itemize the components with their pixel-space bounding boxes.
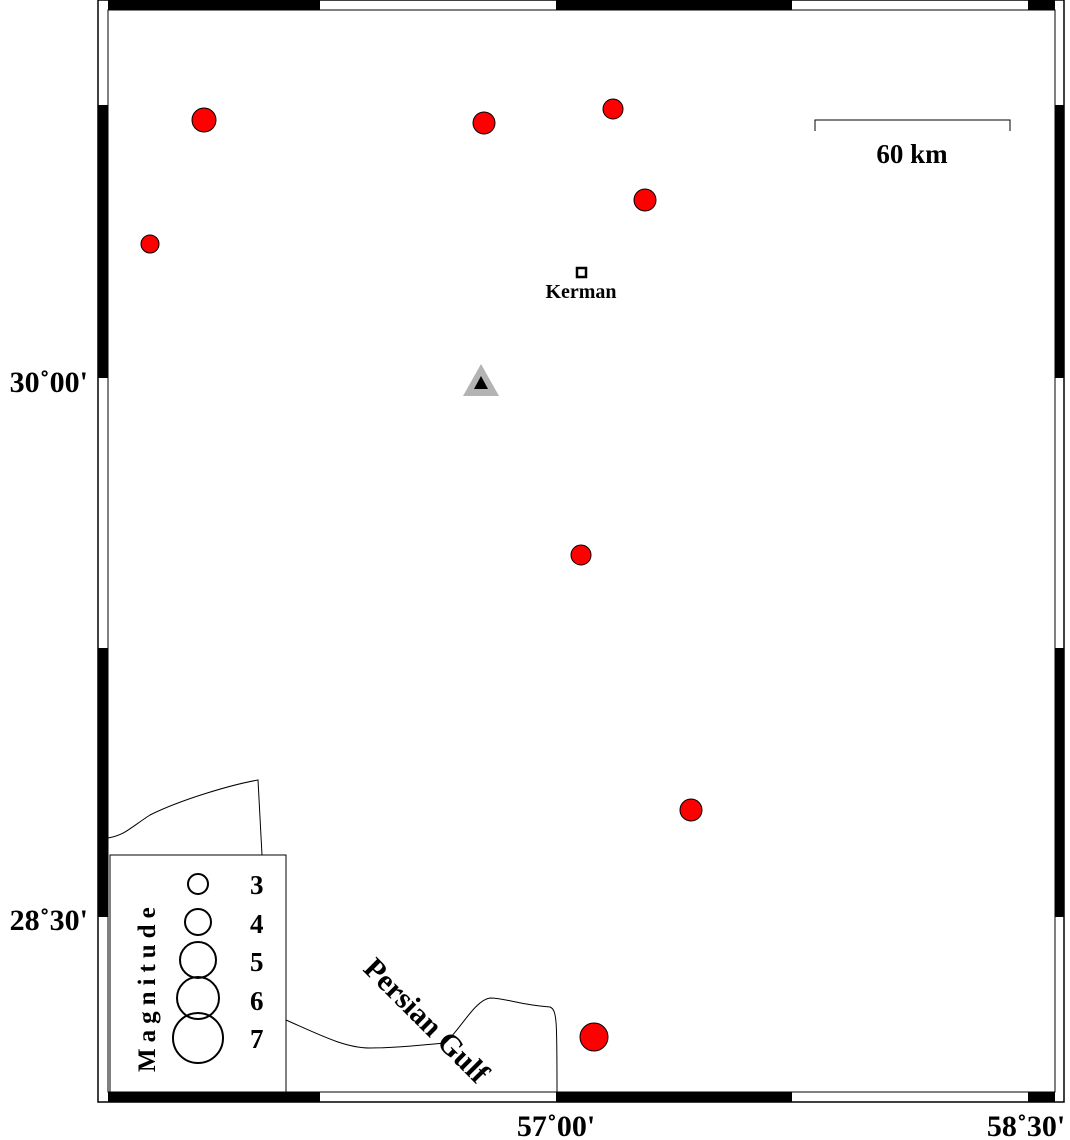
event-marker <box>140 234 160 254</box>
legend-label: 6 <box>250 986 264 1016</box>
legend-circle <box>172 1012 224 1064</box>
scale-bar <box>814 119 1011 131</box>
city-label: Kerman <box>545 281 616 303</box>
legend-label: 3 <box>250 870 264 900</box>
lon-label-57: 57˚00' <box>517 1110 595 1140</box>
legend-circle <box>184 908 212 936</box>
frame-ticks <box>98 0 1064 1102</box>
event-marker <box>602 98 624 120</box>
legend-circle <box>176 976 220 1020</box>
city-marker-icon <box>575 266 588 279</box>
event-marker <box>191 107 217 133</box>
legend-label: 5 <box>250 947 264 977</box>
event-marker <box>570 544 592 566</box>
event-marker <box>579 1022 609 1052</box>
coastline <box>285 997 558 1092</box>
station-inner-icon <box>474 376 488 389</box>
event-marker <box>633 188 657 212</box>
event-marker <box>679 798 703 822</box>
lon-label-58-30: 58˚30' <box>987 1110 1065 1140</box>
legend-label: 7 <box>250 1024 264 1054</box>
lat-label-30: 30˚00' <box>10 366 88 399</box>
legend-title: Magnitude <box>134 901 161 1072</box>
event-marker <box>472 111 496 135</box>
scale-bar-label: 60 km <box>876 139 948 169</box>
legend-circle <box>187 873 209 895</box>
lat-label-28-30: 28˚30' <box>10 904 88 937</box>
coastline <box>108 779 263 856</box>
legend-label: 4 <box>250 909 264 939</box>
magnitude-legend: Magnitude 3 4 5 6 7 <box>109 854 287 1093</box>
earthquake-events <box>140 98 703 1052</box>
